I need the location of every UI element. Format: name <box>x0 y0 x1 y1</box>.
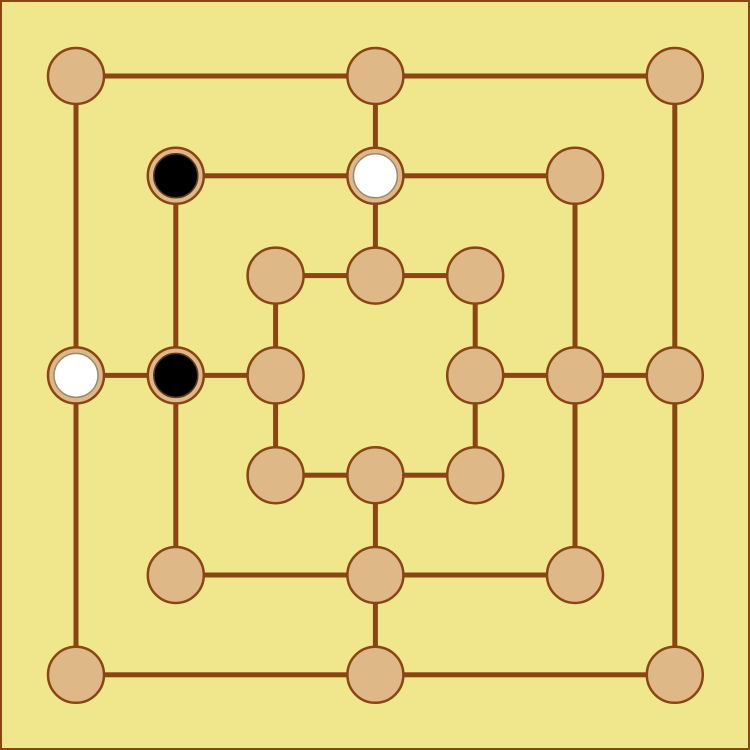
board-point-middle-4[interactable] <box>545 545 605 605</box>
board-point-outer-2[interactable] <box>645 46 705 106</box>
spot[interactable] <box>545 545 605 605</box>
board-point-middle-7[interactable] <box>146 346 206 405</box>
board-point-middle-6[interactable] <box>146 545 206 605</box>
spot[interactable] <box>445 445 505 505</box>
spot[interactable] <box>346 445 405 505</box>
board-point-inner-6[interactable] <box>246 445 305 505</box>
board-point-middle-5[interactable] <box>346 545 405 605</box>
spot[interactable] <box>545 346 605 405</box>
spot[interactable] <box>346 46 405 106</box>
white-piece[interactable] <box>352 153 399 199</box>
board-point-outer-6[interactable] <box>46 645 106 705</box>
spot[interactable] <box>645 346 705 405</box>
spot[interactable] <box>645 645 705 705</box>
spot[interactable] <box>545 146 605 206</box>
board-point-middle-2[interactable] <box>545 146 605 206</box>
spot[interactable] <box>246 246 305 305</box>
spot[interactable] <box>246 445 305 505</box>
board-point-inner-4[interactable] <box>445 445 505 505</box>
board-point-outer-1[interactable] <box>346 46 405 106</box>
black-piece[interactable] <box>153 153 199 199</box>
board-point-inner-3[interactable] <box>445 346 505 405</box>
board-point-inner-2[interactable] <box>445 246 505 305</box>
spot[interactable] <box>346 246 405 305</box>
board-point-inner-7[interactable] <box>246 346 305 405</box>
board-point-outer-3[interactable] <box>645 346 705 405</box>
spot[interactable] <box>445 246 505 305</box>
spot[interactable] <box>146 545 206 605</box>
board-point-outer-4[interactable] <box>645 645 705 705</box>
board-point-outer-7[interactable] <box>46 346 106 405</box>
spot[interactable] <box>445 346 505 405</box>
board-point-outer-5[interactable] <box>346 645 405 705</box>
spot[interactable] <box>246 346 305 405</box>
board-spots <box>46 46 705 705</box>
spot[interactable] <box>346 645 405 705</box>
spot[interactable] <box>46 46 106 106</box>
spot[interactable] <box>46 645 106 705</box>
spot[interactable] <box>645 46 705 106</box>
board-point-outer-0[interactable] <box>46 46 106 106</box>
black-piece[interactable] <box>153 352 199 399</box>
board-point-inner-1[interactable] <box>346 246 405 305</box>
board-point-middle-3[interactable] <box>545 346 605 405</box>
spot[interactable] <box>346 545 405 605</box>
board-point-middle-0[interactable] <box>146 146 206 206</box>
board-point-inner-5[interactable] <box>346 445 405 505</box>
white-piece[interactable] <box>53 352 99 399</box>
board-point-inner-0[interactable] <box>246 246 305 305</box>
board-point-middle-1[interactable] <box>346 146 405 206</box>
